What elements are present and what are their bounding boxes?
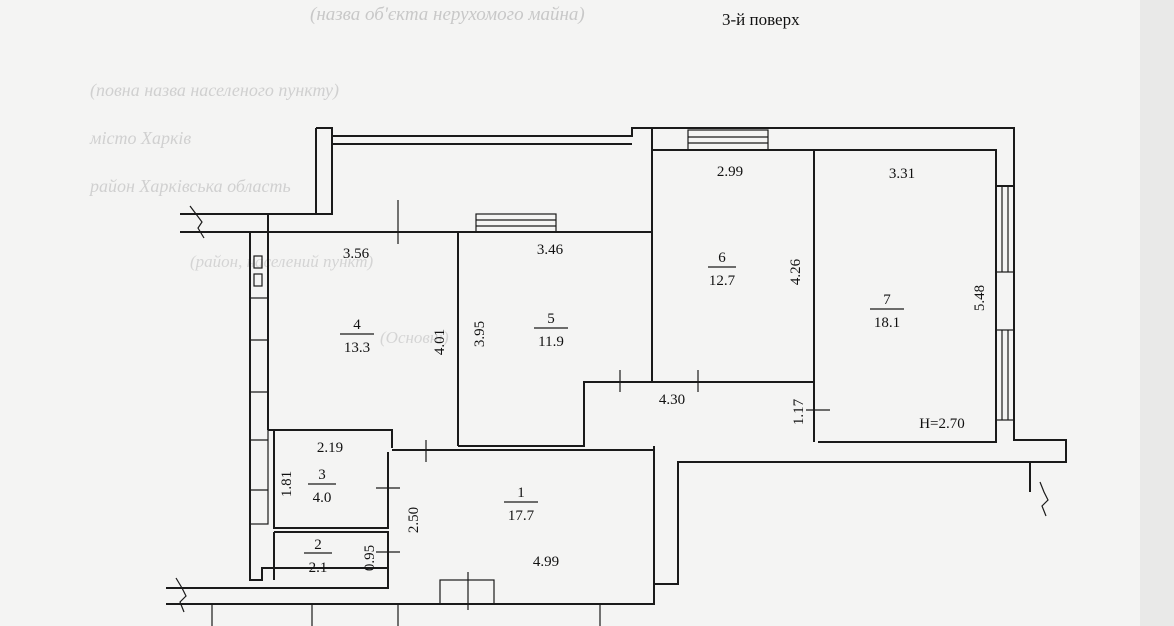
height-label: H=2.70 bbox=[919, 416, 965, 432]
dim-4-26: 4.26 bbox=[788, 258, 804, 285]
room-labels: 4 13.3 5 11.9 6 12.7 7 18.1 3 4.0 1 17.7… bbox=[309, 250, 901, 576]
room-4-number: 4 bbox=[353, 317, 361, 333]
watermark-line: (повна назва населеного пункту) bbox=[90, 80, 339, 100]
room-6-area: 12.7 bbox=[709, 273, 736, 289]
room-5-area: 11.9 bbox=[538, 334, 564, 350]
watermark-line: місто Харків bbox=[90, 128, 192, 148]
dim-3-31: 3.31 bbox=[889, 166, 915, 182]
dim-4-99: 4.99 bbox=[533, 554, 559, 570]
dim-1-17: 1.17 bbox=[791, 398, 807, 425]
room-1-area: 17.7 bbox=[508, 508, 535, 524]
windows bbox=[211, 129, 1015, 626]
room-1-number: 1 bbox=[517, 485, 525, 501]
watermark-line: (район, населений пункт) bbox=[190, 252, 374, 271]
break-symbols bbox=[175, 205, 1049, 613]
floor-title: 3-й поверх bbox=[722, 10, 800, 29]
room-3-number: 3 bbox=[318, 467, 326, 483]
dim-4-30: 4.30 bbox=[659, 392, 685, 408]
room-4-area: 13.3 bbox=[344, 340, 370, 356]
room-7-number: 7 bbox=[883, 292, 891, 308]
dim-4-01: 4.01 bbox=[432, 329, 448, 355]
watermark-line: (Основні) bbox=[380, 328, 449, 347]
door-marks bbox=[376, 200, 830, 610]
dim-3-56: 3.56 bbox=[343, 246, 370, 262]
dim-2-99: 2.99 bbox=[717, 164, 743, 180]
room-6-number: 6 bbox=[718, 250, 726, 266]
dim-3-46: 3.46 bbox=[537, 242, 564, 258]
room-5-number: 5 bbox=[547, 311, 555, 327]
room-3-area: 4.0 bbox=[313, 490, 332, 506]
dim-1-81: 1.81 bbox=[279, 471, 295, 497]
dim-5-48: 5.48 bbox=[972, 285, 988, 311]
outer-walls bbox=[166, 127, 1067, 605]
page-edge bbox=[1140, 0, 1174, 626]
dim-0-95: 0.95 bbox=[362, 545, 378, 571]
watermark-line: (назва об'єкта нерухомого майна) bbox=[310, 4, 585, 25]
dimension-labels: 3.56 3.46 2.99 3.31 4.30 2.19 4.99 H=2.7… bbox=[279, 164, 988, 571]
room-2-number: 2 bbox=[314, 537, 322, 553]
room-7-area: 18.1 bbox=[874, 315, 900, 331]
watermark-line: район Харківська область bbox=[90, 176, 291, 196]
dim-2-19: 2.19 bbox=[317, 440, 343, 456]
dim-3-95: 3.95 bbox=[472, 321, 488, 347]
dim-2-50: 2.50 bbox=[406, 507, 422, 533]
partitions bbox=[267, 150, 815, 580]
room-2-area: 2.1 bbox=[309, 560, 328, 576]
fraction-bars bbox=[304, 266, 904, 554]
